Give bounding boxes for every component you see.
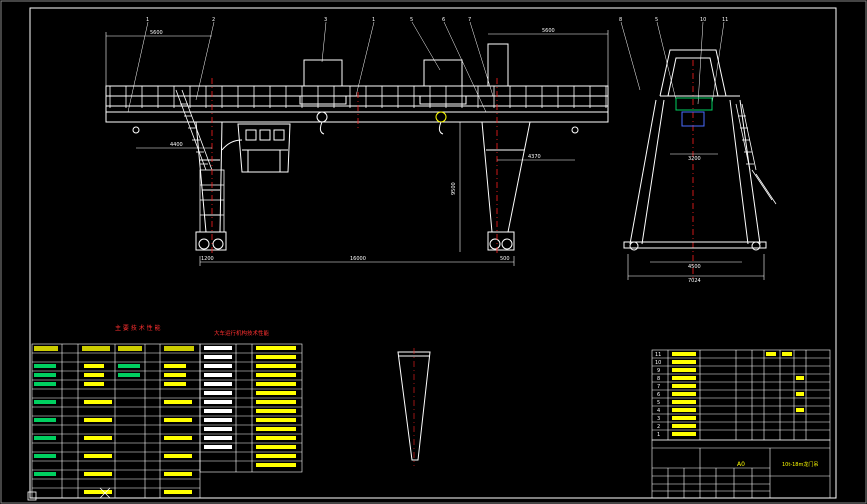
dim-top-left: 5600 bbox=[150, 30, 163, 36]
centerlines bbox=[211, 60, 694, 278]
leg-detail bbox=[397, 348, 431, 466]
svg-text:11: 11 bbox=[655, 352, 661, 358]
svg-text:5: 5 bbox=[657, 400, 660, 406]
svg-text:2: 2 bbox=[212, 17, 215, 23]
part-leaders bbox=[127, 21, 725, 113]
svg-text:3: 3 bbox=[657, 416, 660, 422]
dim-left-lower: 4400 bbox=[170, 142, 183, 148]
svg-text:5: 5 bbox=[410, 17, 413, 23]
svg-text:11: 11 bbox=[722, 17, 728, 23]
svg-text:4500: 4500 bbox=[688, 264, 701, 270]
svg-text:1: 1 bbox=[146, 17, 149, 23]
side-view bbox=[623, 49, 777, 251]
svg-text:8: 8 bbox=[657, 376, 660, 382]
svg-text:2: 2 bbox=[657, 424, 660, 430]
parts-list-cells bbox=[672, 352, 804, 436]
top-cabin bbox=[487, 43, 509, 87]
svg-text:10: 10 bbox=[655, 360, 661, 366]
part-numbers: 1 2 3 1 5 6 7 8 5 10 11 bbox=[146, 17, 728, 23]
dimensions bbox=[105, 30, 609, 266]
dim-end-right: 500 bbox=[500, 256, 510, 262]
dimension-labels: 5600 5600 4400 4370 9500 16000 1200 500 bbox=[150, 28, 555, 262]
trolley-house-right bbox=[423, 59, 463, 87]
svg-text:4: 4 bbox=[657, 408, 660, 414]
svg-text:3200: 3200 bbox=[688, 156, 701, 162]
tech-table-right-cells bbox=[204, 346, 296, 467]
front-view bbox=[105, 43, 609, 251]
svg-text:1: 1 bbox=[372, 17, 375, 23]
dim-height: 9500 bbox=[451, 182, 457, 195]
dim-end-left: 1200 bbox=[201, 256, 214, 262]
tech-table-right bbox=[199, 343, 303, 473]
girder-lower-beam bbox=[105, 105, 609, 123]
dim-span: 16000 bbox=[350, 256, 366, 262]
hook-right bbox=[435, 111, 447, 135]
dim-top-right: 5600 bbox=[542, 28, 555, 34]
title-block bbox=[651, 439, 831, 499]
svg-text:6: 6 bbox=[442, 17, 445, 23]
side-view-dims bbox=[627, 153, 765, 280]
operator-cabin bbox=[237, 123, 291, 173]
dim-right-lower: 4370 bbox=[528, 154, 541, 160]
table-title-right: 大车运行机构技术性能 bbox=[214, 329, 270, 337]
tech-table-left-cells bbox=[34, 346, 194, 494]
tech-table-left bbox=[31, 343, 201, 499]
svg-text:6: 6 bbox=[657, 392, 660, 398]
side-view-dim-labels: 3200 4500 7024 bbox=[688, 156, 701, 284]
hook-left bbox=[316, 111, 328, 135]
svg-text:5: 5 bbox=[655, 17, 658, 23]
svg-text:7: 7 bbox=[468, 17, 471, 23]
ucs-icon bbox=[27, 487, 111, 501]
svg-text:3: 3 bbox=[324, 17, 327, 23]
right-truck bbox=[487, 231, 515, 251]
svg-text:7024: 7024 bbox=[688, 278, 701, 284]
railing bbox=[109, 86, 607, 108]
title-block-name: 10t-18m龙门吊 bbox=[782, 461, 818, 468]
parts-list bbox=[651, 349, 831, 441]
table-title-left: 主 要 技 术 性 能 bbox=[115, 324, 161, 332]
svg-text:1: 1 bbox=[657, 432, 660, 438]
right-leg bbox=[481, 121, 531, 233]
end-lamp-right bbox=[571, 126, 579, 134]
left-truck bbox=[195, 231, 227, 251]
inner-border bbox=[29, 7, 837, 499]
svg-text:10: 10 bbox=[700, 17, 706, 23]
title-block-code: A0 bbox=[737, 461, 745, 468]
svg-text:9: 9 bbox=[657, 368, 660, 374]
end-lamp-left bbox=[132, 126, 140, 134]
parts-list-numbers: 11 10 9 8 7 6 5 4 3 2 1 bbox=[655, 352, 661, 438]
svg-text:7: 7 bbox=[657, 384, 660, 390]
trolley-house-left bbox=[303, 59, 343, 87]
svg-text:8: 8 bbox=[619, 17, 622, 23]
